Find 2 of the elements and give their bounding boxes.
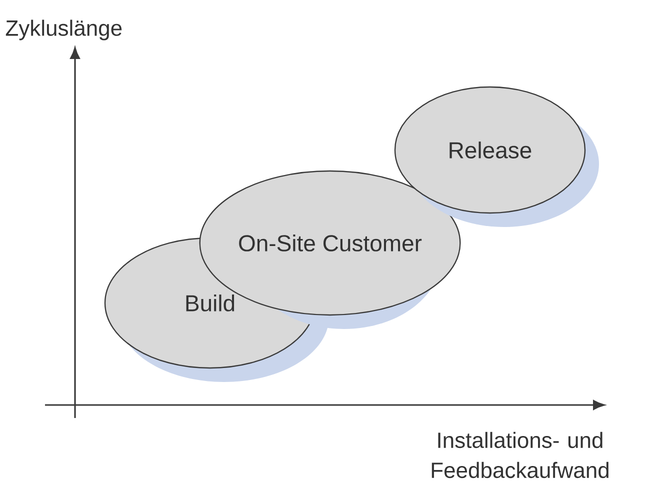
axis-label: Installations- und Feedbackaufwand bbox=[432, 432, 608, 478]
axis-label: Zykluslänge bbox=[6, 20, 122, 40]
